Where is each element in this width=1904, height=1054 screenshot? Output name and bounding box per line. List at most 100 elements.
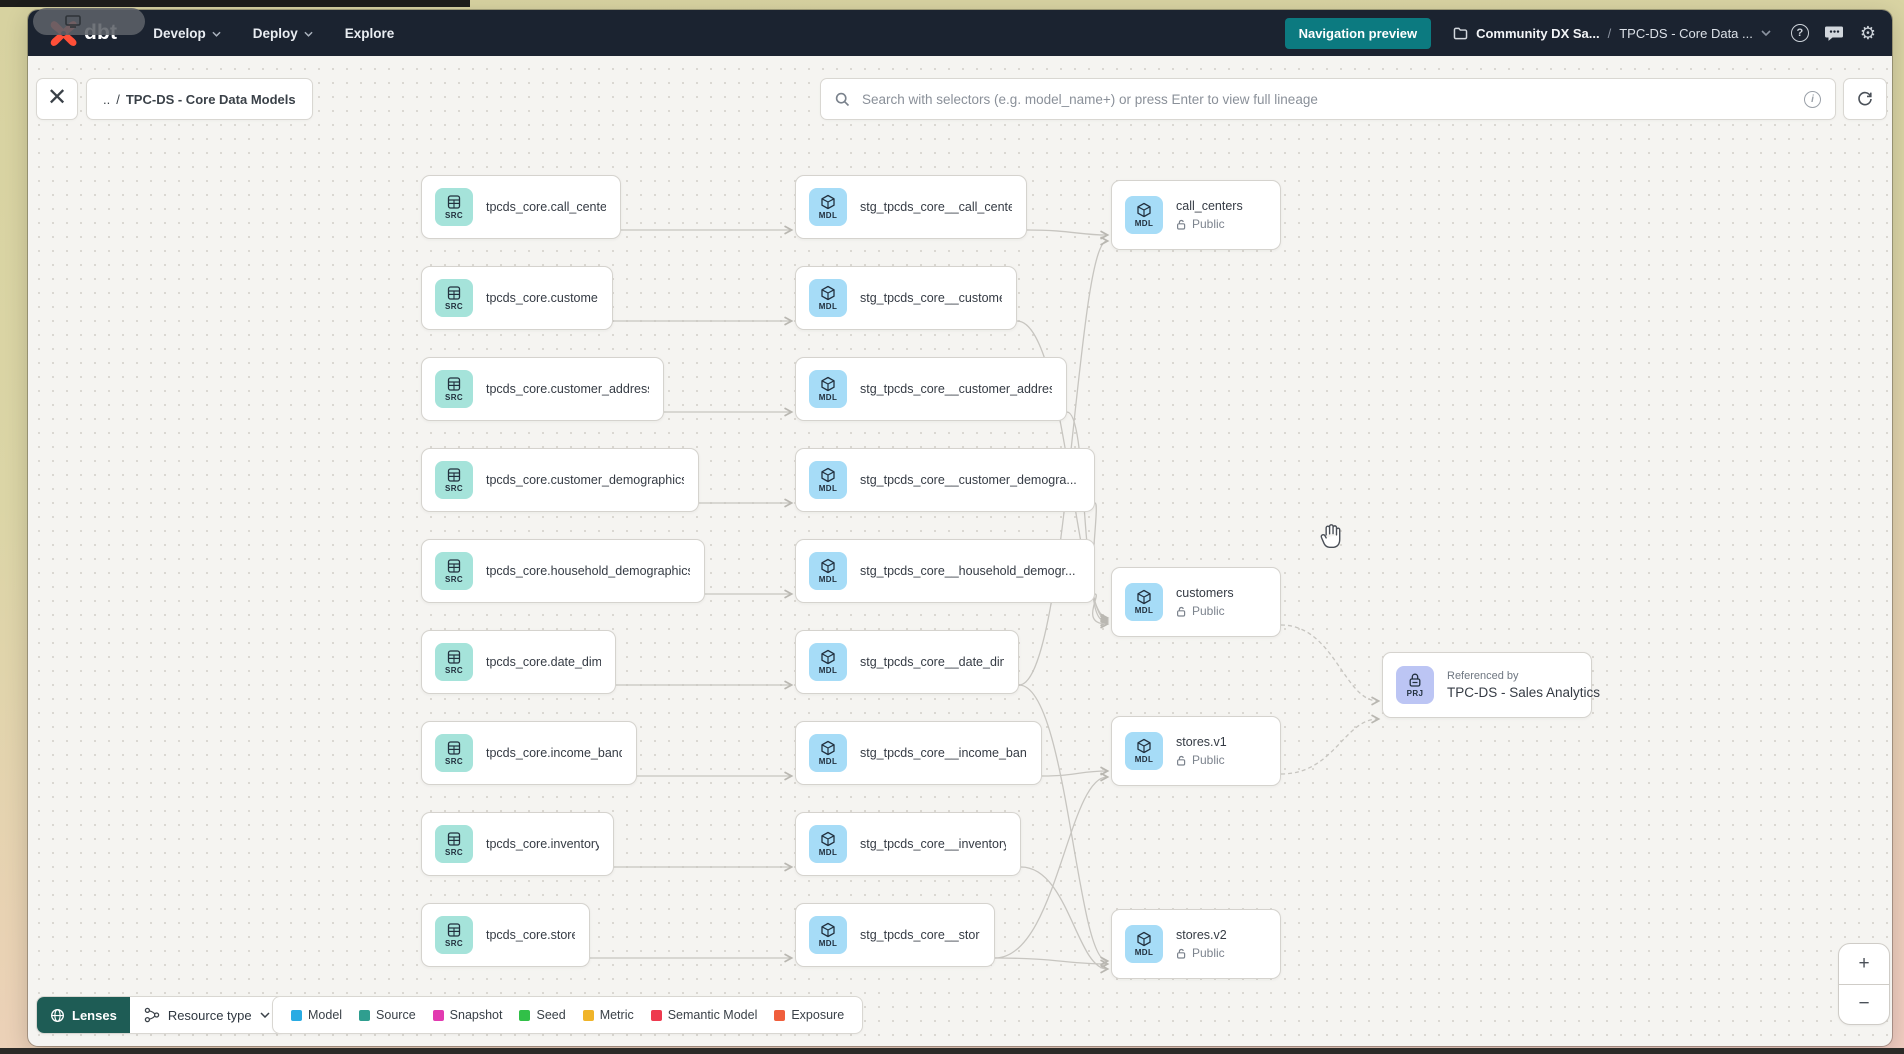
folder-icon (1453, 27, 1468, 39)
model-icon: MDL (1125, 732, 1163, 770)
nav-item-develop[interactable]: Develop (153, 26, 221, 41)
lock-icon (1409, 673, 1421, 687)
node-type-abbr: SRC (444, 848, 464, 857)
node-label: stg_tpcds_core__customer_address (860, 382, 1052, 396)
table-icon (447, 377, 461, 391)
source-icon: SRC (435, 825, 473, 863)
lineage-edge (1020, 866, 1107, 969)
close-lineage-button[interactable]: ✕ (36, 78, 78, 120)
lineage-edge (1026, 229, 1107, 235)
cube-icon (821, 285, 835, 301)
info-icon[interactable]: i (1804, 90, 1821, 108)
navigation-preview-button[interactable]: Navigation preview (1284, 17, 1432, 49)
feedback-icon[interactable] (1824, 25, 1844, 42)
crumb-up[interactable]: .. (103, 91, 111, 107)
legend-color-swatch (774, 1009, 786, 1021)
desktop-artifact-top (0, 0, 470, 7)
legend-color-swatch (359, 1009, 371, 1021)
settings-gear-icon[interactable]: ⚙ (1859, 23, 1876, 43)
breadcrumb-project[interactable]: Community DX Sa... (1476, 25, 1600, 41)
chevron-down-icon[interactable] (1761, 30, 1771, 36)
nav-item-deploy[interactable]: Deploy (253, 26, 313, 41)
zoom-controls: + − (1838, 943, 1890, 1025)
zoom-in-button[interactable]: + (1858, 952, 1870, 974)
source-icon: SRC (435, 461, 473, 499)
node-label: tpcds_core.call_center (486, 200, 606, 214)
node-label: stg_tpcds_core__customer_demogra... (860, 473, 1077, 487)
source-icon: SRC (435, 188, 473, 226)
table-icon (447, 741, 461, 755)
node-label: tpcds_core.inventory (486, 837, 599, 851)
source-icon: SRC (435, 916, 473, 954)
public-unlock-icon (1177, 755, 1186, 766)
legend-item-exposure: Exposure (774, 1008, 844, 1022)
public-unlock-icon (1177, 948, 1186, 959)
lineage-edge (1091, 593, 1107, 624)
node-type-abbr: SRC (444, 666, 464, 675)
model-icon: MDL (1125, 196, 1163, 234)
zoom-out-button[interactable]: − (1858, 993, 1870, 1015)
node-sublabel: Referenced by (1447, 670, 1519, 682)
node-stg_tpcds_core__household_demogr...[interactable]: MDL stg_tpcds_core__household_demogr... (795, 539, 1095, 603)
lineage-breadcrumb-chip[interactable]: .. / TPC-DS - Core Data Models (86, 78, 313, 120)
search-input[interactable] (860, 90, 1794, 108)
breadcrumb-page[interactable]: TPC-DS - Core Data ... (1619, 25, 1753, 41)
source-icon: SRC (435, 552, 473, 590)
node-label: stg_tpcds_core__household_demogr... (860, 564, 1076, 578)
node-type-abbr: SRC (444, 302, 464, 311)
node-tpcds_core.call_center[interactable]: SRC tpcds_core.call_center (421, 175, 621, 239)
refresh-lineage-button[interactable] (1843, 78, 1887, 120)
legend-label: Snapshot (449, 1008, 503, 1022)
node-tpcds_core.income_band[interactable]: SRC tpcds_core.income_band (421, 721, 637, 785)
lineage-edges (589, 10, 1892, 1046)
node-label: stg_tpcds_core__customer (860, 291, 1002, 305)
nav-item-explore[interactable]: Explore (345, 26, 395, 41)
legend-item-metric: Metric (582, 1008, 634, 1022)
node-type-abbr: MDL (1134, 219, 1154, 228)
model-icon: MDL (809, 552, 847, 590)
help-icon[interactable]: ? (1790, 24, 1809, 42)
node-label: tpcds_core.income_band (486, 746, 622, 760)
resource-type-icon (144, 1007, 160, 1023)
table-icon (447, 286, 461, 300)
lenses-label: Lenses (72, 1007, 117, 1023)
access-badge: Public (1176, 217, 1243, 231)
lenses-button[interactable]: Lenses (37, 997, 130, 1033)
node-label: stg_tpcds_core__store (860, 928, 980, 942)
cube-icon (1137, 931, 1151, 947)
legend-color-swatch (650, 1009, 662, 1021)
node-label: tpcds_core.customer_address (486, 382, 649, 396)
access-badge-label: Public (1192, 604, 1225, 618)
lineage-edge (1018, 684, 1107, 961)
nav-menu: Develop Deploy Explore (153, 26, 394, 41)
node-type-abbr: SRC (444, 757, 464, 766)
node-TPC-DS - Sales Analytics[interactable]: PRJReferenced byTPC-DS - Sales Analytics (1382, 652, 1600, 718)
node-tpcds_core.inventory[interactable]: SRC tpcds_core.inventory (421, 812, 614, 876)
node-type-abbr: MDL (818, 211, 838, 220)
account-breadcrumb[interactable]: Community DX Sa... / TPC-DS - Core Data … (1453, 26, 1771, 41)
lineage-search: i (820, 78, 1836, 120)
screenshare-icon (65, 15, 81, 28)
resource-type-dropdown[interactable]: Resource type (129, 997, 284, 1033)
node-type-abbr: MDL (1134, 948, 1154, 957)
